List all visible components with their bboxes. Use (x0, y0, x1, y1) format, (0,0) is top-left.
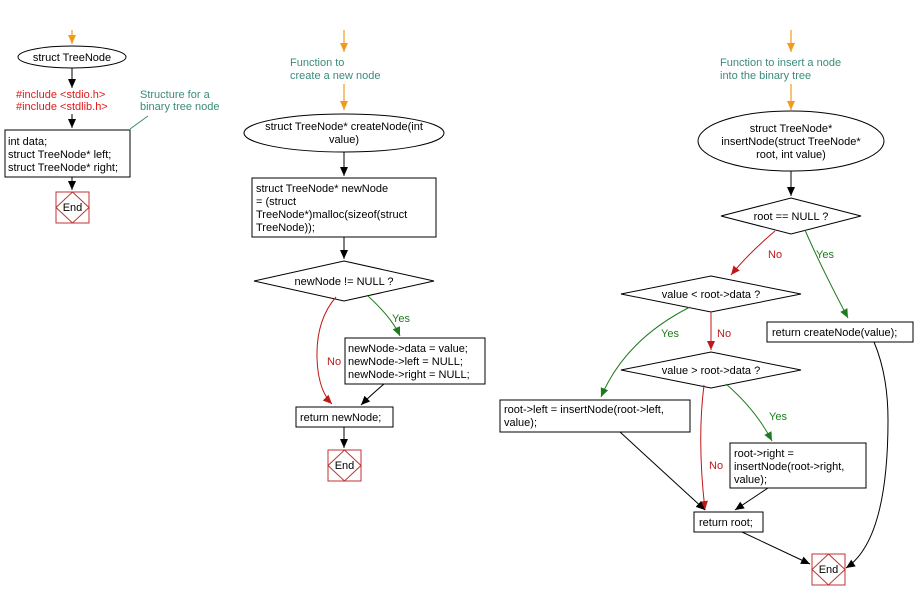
struct-start-label: struct TreeNode (33, 52, 111, 64)
yes-branch-arrow (725, 383, 773, 442)
create-node-flowchart: Function to create a new node struct Tre… (243, 30, 486, 482)
connector-arrow (845, 341, 889, 569)
connector-arrow (734, 487, 769, 511)
create-start-ellipse (243, 113, 445, 153)
include-stdio: #include <stdio.h> (16, 89, 105, 101)
insert-right-assign-line-2: insertNode(root->right, (734, 461, 844, 473)
create-assign-line-1: newNode->data = value; (348, 343, 468, 355)
no-branch-arrow (316, 296, 337, 405)
insert-less-no-label: No (717, 328, 731, 340)
create-start-line-1: struct TreeNode* createNode(int (265, 121, 423, 133)
insert-start-line-2: insertNode(struct TreeNode* (721, 136, 861, 148)
yes-branch-arrow (600, 306, 691, 398)
create-comment-line-2: create a new node (290, 70, 381, 82)
struct-flowchart: struct TreeNode #include <stdio.h> #incl… (4, 30, 220, 224)
create-decision-label: newNode != NULL ? (295, 276, 394, 288)
create-comment-line-1: Function to (290, 57, 344, 69)
create-start-line-2: value) (329, 134, 359, 146)
insert-left-assign-line-2: value); (504, 417, 537, 429)
end-label: End (819, 564, 839, 576)
create-decision-diamond (253, 260, 435, 302)
insert-return-create-label: return createNode(value); (772, 327, 897, 339)
insert-less-yes-label: Yes (661, 328, 679, 340)
end-diamond (811, 553, 846, 586)
insert-return-root-box (693, 511, 764, 533)
yes-branch-arrow (804, 229, 849, 319)
insert-node-flowchart: Function to insert a node into the binar… (499, 30, 914, 586)
connector-arrow (741, 531, 811, 565)
connector-arrow (360, 383, 385, 406)
insert-comment-line-2: into the binary tree (720, 70, 811, 82)
no-branch-arrow (730, 230, 776, 276)
create-return-label: return newNode; (300, 412, 381, 424)
insert-greater-no-label: No (709, 460, 723, 472)
create-yes-label: Yes (392, 313, 410, 325)
end-diamond (55, 191, 90, 224)
insert-greater-yes-label: Yes (769, 411, 787, 423)
create-no-label: No (327, 356, 341, 368)
end-label: End (335, 460, 355, 472)
struct-body-line-1: int data; (8, 136, 47, 148)
create-alloc-line-2: = (struct (256, 196, 296, 208)
create-assign-line-3: newNode->right = NULL; (348, 369, 470, 381)
insert-root-decision-label: root == NULL ? (754, 211, 829, 223)
insert-right-assign-box (729, 442, 867, 489)
insert-greater-decision-label: value > root->data ? (662, 365, 760, 377)
insert-return-root-label: return root; (699, 517, 753, 529)
create-alloc-line-3: TreeNode*)malloc(sizeof(struct (256, 209, 407, 221)
insert-less-decision-label: value < root->data ? (662, 289, 760, 301)
create-assign-line-2: newNode->left = NULL; (348, 356, 463, 368)
insert-root-no-label: No (768, 249, 782, 261)
insert-left-assign-box (499, 399, 691, 433)
yes-branch-arrow (367, 295, 401, 337)
struct-comment-line-1: Structure for a (140, 89, 211, 101)
create-alloc-line-4: TreeNode)); (256, 222, 315, 234)
struct-comment-line-2: binary tree node (140, 101, 220, 113)
end-label: End (63, 202, 83, 214)
insert-return-create-box (766, 321, 914, 343)
insert-right-assign-line-3: value); (734, 474, 767, 486)
create-assign-box (344, 337, 486, 385)
include-stdlib: #include <stdlib.h> (16, 101, 108, 113)
comment-leader-line (129, 115, 149, 130)
struct-body-line-2: struct TreeNode* left; (8, 149, 111, 161)
no-branch-arrow (700, 384, 708, 511)
create-alloc-box (251, 177, 437, 238)
connector-arrow (619, 431, 706, 511)
create-alloc-line-1: struct TreeNode* newNode (256, 183, 388, 195)
struct-body-line-3: struct TreeNode* right; (8, 162, 118, 174)
insert-start-line-3: root, int value) (756, 149, 826, 161)
end-diamond (327, 449, 362, 482)
insert-right-assign-line-1: root->right = (734, 448, 794, 460)
insert-comment-line-1: Function to insert a node (720, 57, 841, 69)
insert-start-line-1: struct TreeNode* (750, 123, 833, 135)
struct-body-box (4, 129, 131, 178)
insert-root-yes-label: Yes (816, 249, 834, 261)
insert-root-decision-diamond (720, 197, 862, 235)
insert-left-assign-line-1: root->left = insertNode(root->left, (504, 404, 664, 416)
insert-greater-decision-diamond (620, 351, 802, 389)
